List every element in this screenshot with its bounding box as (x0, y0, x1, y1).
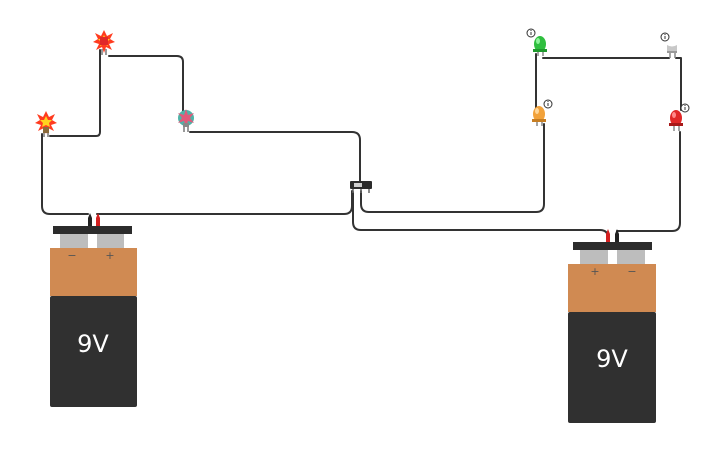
negative-terminal (60, 234, 88, 248)
wire-g[interactable] (352, 191, 609, 239)
yellow-led[interactable] (532, 106, 546, 126)
voltage-label: 9V (596, 345, 628, 373)
wire-e[interactable] (96, 190, 353, 215)
voltage-label: 9V (77, 330, 109, 358)
wire-c[interactable] (108, 55, 184, 125)
info-icon[interactable] (526, 28, 536, 38)
green-led[interactable] (533, 36, 547, 56)
info-icon[interactable] (543, 99, 553, 109)
terminal-label: − (67, 249, 76, 262)
terminal-label: + (590, 265, 599, 278)
info-icon[interactable] (680, 103, 690, 113)
terminal-label: − (627, 265, 636, 278)
wire-b[interactable] (49, 49, 101, 137)
wire-k[interactable] (616, 131, 681, 239)
positive-terminal (97, 234, 124, 248)
wires (41, 49, 682, 239)
battery-left[interactable]: − + 9V (50, 213, 137, 407)
slide-switch[interactable] (350, 181, 372, 193)
wire-j[interactable] (675, 57, 682, 111)
off-led[interactable] (667, 45, 677, 58)
negative-terminal (617, 250, 645, 264)
info-icon[interactable] (660, 32, 670, 42)
wire-d[interactable] (189, 131, 361, 184)
battery-right[interactable]: + − 9V (568, 229, 656, 423)
wire-f[interactable] (360, 123, 545, 213)
positive-terminal (580, 250, 608, 264)
wire-a[interactable] (41, 133, 89, 215)
burst-led-left[interactable] (35, 111, 57, 137)
red-led[interactable] (669, 110, 683, 131)
terminal-label: + (105, 249, 114, 262)
burst-led-middle[interactable] (178, 109, 194, 132)
burst-led-top[interactable] (93, 30, 115, 55)
